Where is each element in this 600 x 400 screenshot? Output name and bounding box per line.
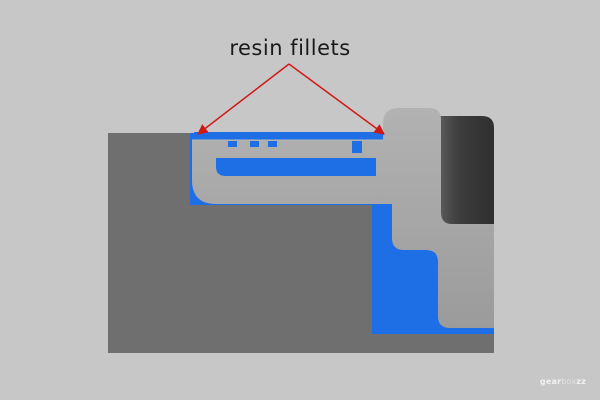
resin-pockets	[216, 141, 376, 176]
logo-part-1: gear	[539, 377, 562, 386]
logo-part-2: box	[561, 377, 577, 386]
resin-seam	[194, 132, 384, 135]
logo-part-3: zz	[576, 377, 586, 386]
logo-watermark: gearboxzz	[540, 377, 586, 386]
arrow-right	[288, 63, 385, 135]
dark-rubber-part	[440, 116, 494, 226]
annotation-label: resin fillets	[229, 36, 351, 60]
arrow-left	[197, 63, 290, 135]
